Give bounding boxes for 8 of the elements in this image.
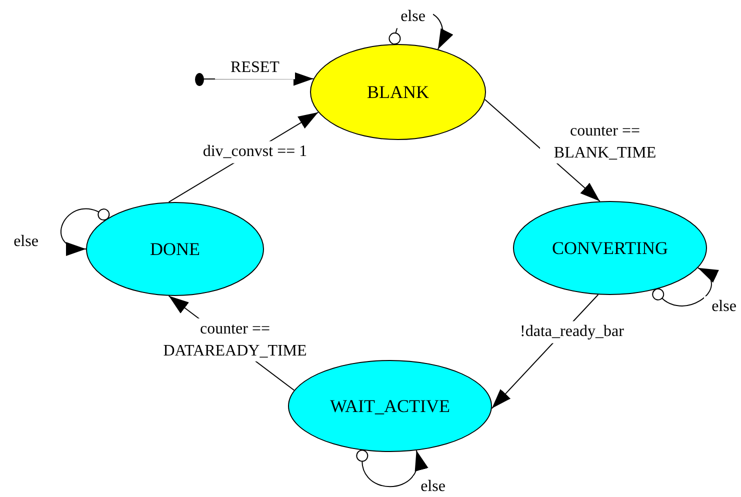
self-loop-arrow: [60, 208, 110, 254]
state-name: CONVERTING: [552, 239, 668, 257]
self-loop-arrow: [652, 267, 719, 306]
self-loop-arrow: [356, 450, 426, 488]
state-name: DONE: [150, 240, 200, 258]
state-name: WAIT_ACTIVE: [330, 397, 450, 415]
state-name: BLANK: [367, 83, 429, 101]
start-dot: [194, 72, 204, 86]
